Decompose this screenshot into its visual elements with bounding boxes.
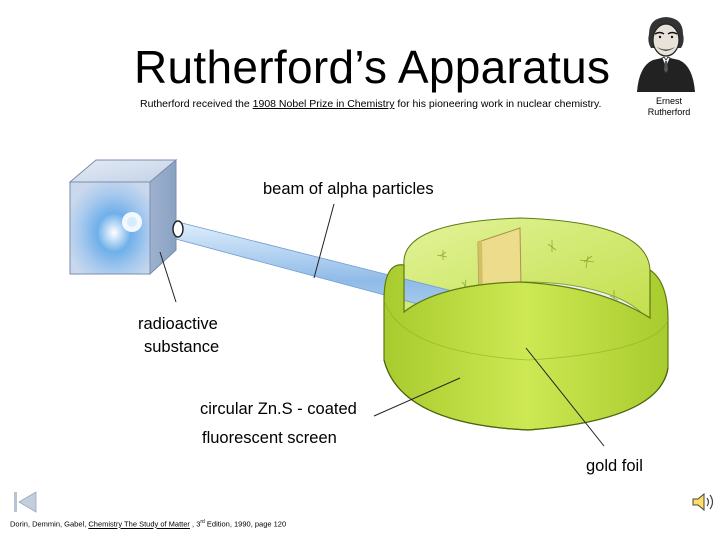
radioactive-label-line1: radioactive xyxy=(138,315,218,333)
citation-edition-sup: rd xyxy=(200,519,205,525)
gold-foil-label: gold foil xyxy=(586,457,643,475)
beam-label: beam of alpha particles xyxy=(263,180,434,198)
radioactive-label-line2: substance xyxy=(144,338,220,356)
citation-edition-post: Edition, 1990, page 120 xyxy=(204,519,287,529)
screen-label-line1: circular Zn.S - coated xyxy=(200,400,357,418)
portrait-name-first: Ernest xyxy=(655,96,682,106)
nobel-prize-link[interactable]: 1908 Nobel Prize in Chemistry xyxy=(252,98,395,110)
portrait-caption: Ernest Rutherford xyxy=(640,96,698,118)
screen-label-line2: fluorescent screen xyxy=(202,429,337,447)
citation: Dorin, Demmin, Gabel, Chemistry The Stud… xyxy=(10,519,286,529)
citation-book-link[interactable]: Chemistry The Study of Matter xyxy=(88,519,190,529)
portrait-name-last: Rutherford xyxy=(647,107,691,117)
foil-leader-line xyxy=(525,347,605,447)
radioactive-source-box xyxy=(68,158,184,276)
subtitle-text-start: Rutherford received the xyxy=(140,98,253,110)
page-title: Rutherford’s Apparatus xyxy=(134,41,611,93)
rutherford-portrait xyxy=(637,17,695,92)
subtitle-text-end: for his pioneering work in nuclear chemi… xyxy=(394,98,602,110)
screen-leader-line xyxy=(373,377,461,417)
speaker-icon[interactable] xyxy=(690,490,716,514)
first-slide-icon[interactable] xyxy=(12,490,38,514)
citation-edition-pre: , 3 xyxy=(189,519,201,529)
citation-authors: Dorin, Demmin, Gabel, xyxy=(10,519,89,529)
beam-leader-line xyxy=(313,203,335,279)
subtitle: Rutherford received the 1908 Nobel Prize… xyxy=(140,98,601,110)
source-leader-line xyxy=(159,251,177,303)
